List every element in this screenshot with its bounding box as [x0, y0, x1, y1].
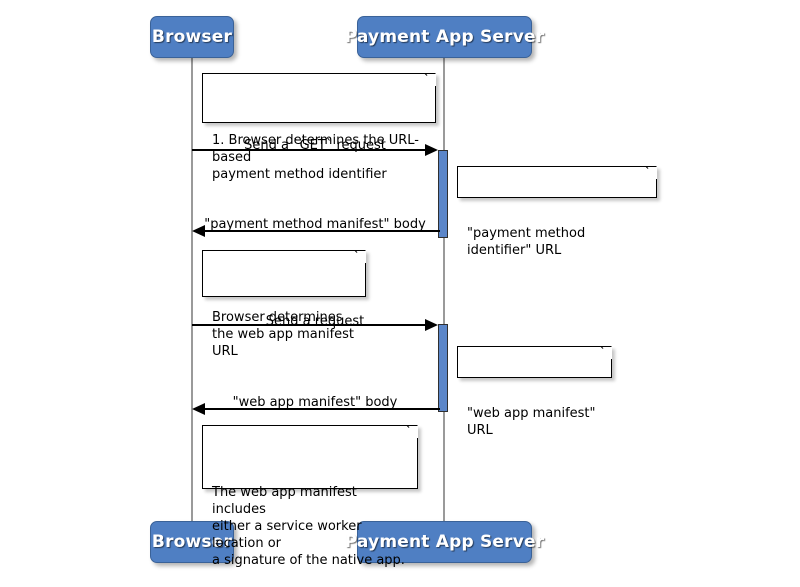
- message-line-web-app-manifest-body: [197, 408, 440, 410]
- participant-payment-app-server-top[interactable]: Payment App Server: [345, 16, 544, 58]
- note-web-app-manifest-includes: The web app manifest includes either a s…: [202, 425, 418, 568]
- message-label-payment-method-manifest-body: "payment method manifest" body: [204, 217, 426, 232]
- participant-payment-app-server-top-label: Payment App Server: [344, 27, 545, 47]
- message-line-payment-method-manifest-body: [197, 230, 440, 232]
- participant-payment-app-server-bottom[interactable]: Payment App Server: [345, 521, 544, 563]
- message-label-send-a-request: Send a request: [265, 314, 365, 329]
- note-text: The web app manifest includes either a s…: [212, 485, 405, 568]
- note-text: "web app manifest" URL: [467, 406, 596, 438]
- activation-bar-server-2: [438, 324, 448, 412]
- note-web-app-manifest-url: "web app manifest" URL: [457, 346, 612, 438]
- participant-browser-top-label: Browser: [151, 27, 233, 47]
- note-fold-icon: [353, 250, 366, 263]
- message-line-send-get-request: [192, 149, 432, 151]
- note-text: 1. Browser determines the URL-based paym…: [212, 133, 419, 182]
- note-browser-determines-identifier: 1. Browser determines the URL-based paym…: [202, 73, 436, 182]
- note-fold-icon: [423, 73, 436, 86]
- arrowhead-web-app-manifest-body: [192, 403, 205, 415]
- message-label-web-app-manifest-body: "web app manifest" body: [232, 395, 398, 410]
- note-payment-method-identifier-url: "payment method identifier" URL: [457, 166, 657, 258]
- note-text: Browser determines the web app manifest …: [212, 310, 355, 359]
- participant-browser-bottom[interactable]: Browser: [150, 521, 234, 563]
- note-fold-icon: [599, 346, 612, 359]
- note-fold-icon: [644, 166, 657, 179]
- participant-browser-top[interactable]: Browser: [150, 16, 234, 58]
- arrowhead-send-a-request: [425, 319, 438, 331]
- note-fold-icon: [405, 425, 418, 438]
- participant-payment-app-server-bottom-label: Payment App Server: [344, 532, 545, 552]
- arrowhead-send-get-request: [425, 144, 438, 156]
- message-line-send-a-request: [192, 324, 432, 326]
- arrowhead-payment-method-manifest-body: [192, 225, 205, 237]
- lifeline-browser: [191, 58, 193, 521]
- note-text: "payment method identifier" URL: [467, 226, 586, 258]
- lifeline-payment-app-server: [443, 58, 445, 521]
- note-browser-determines-web-app-manifest-url: Browser determines the web app manifest …: [202, 250, 366, 359]
- participant-browser-bottom-label: Browser: [151, 532, 233, 552]
- activation-bar-server-1: [438, 150, 448, 238]
